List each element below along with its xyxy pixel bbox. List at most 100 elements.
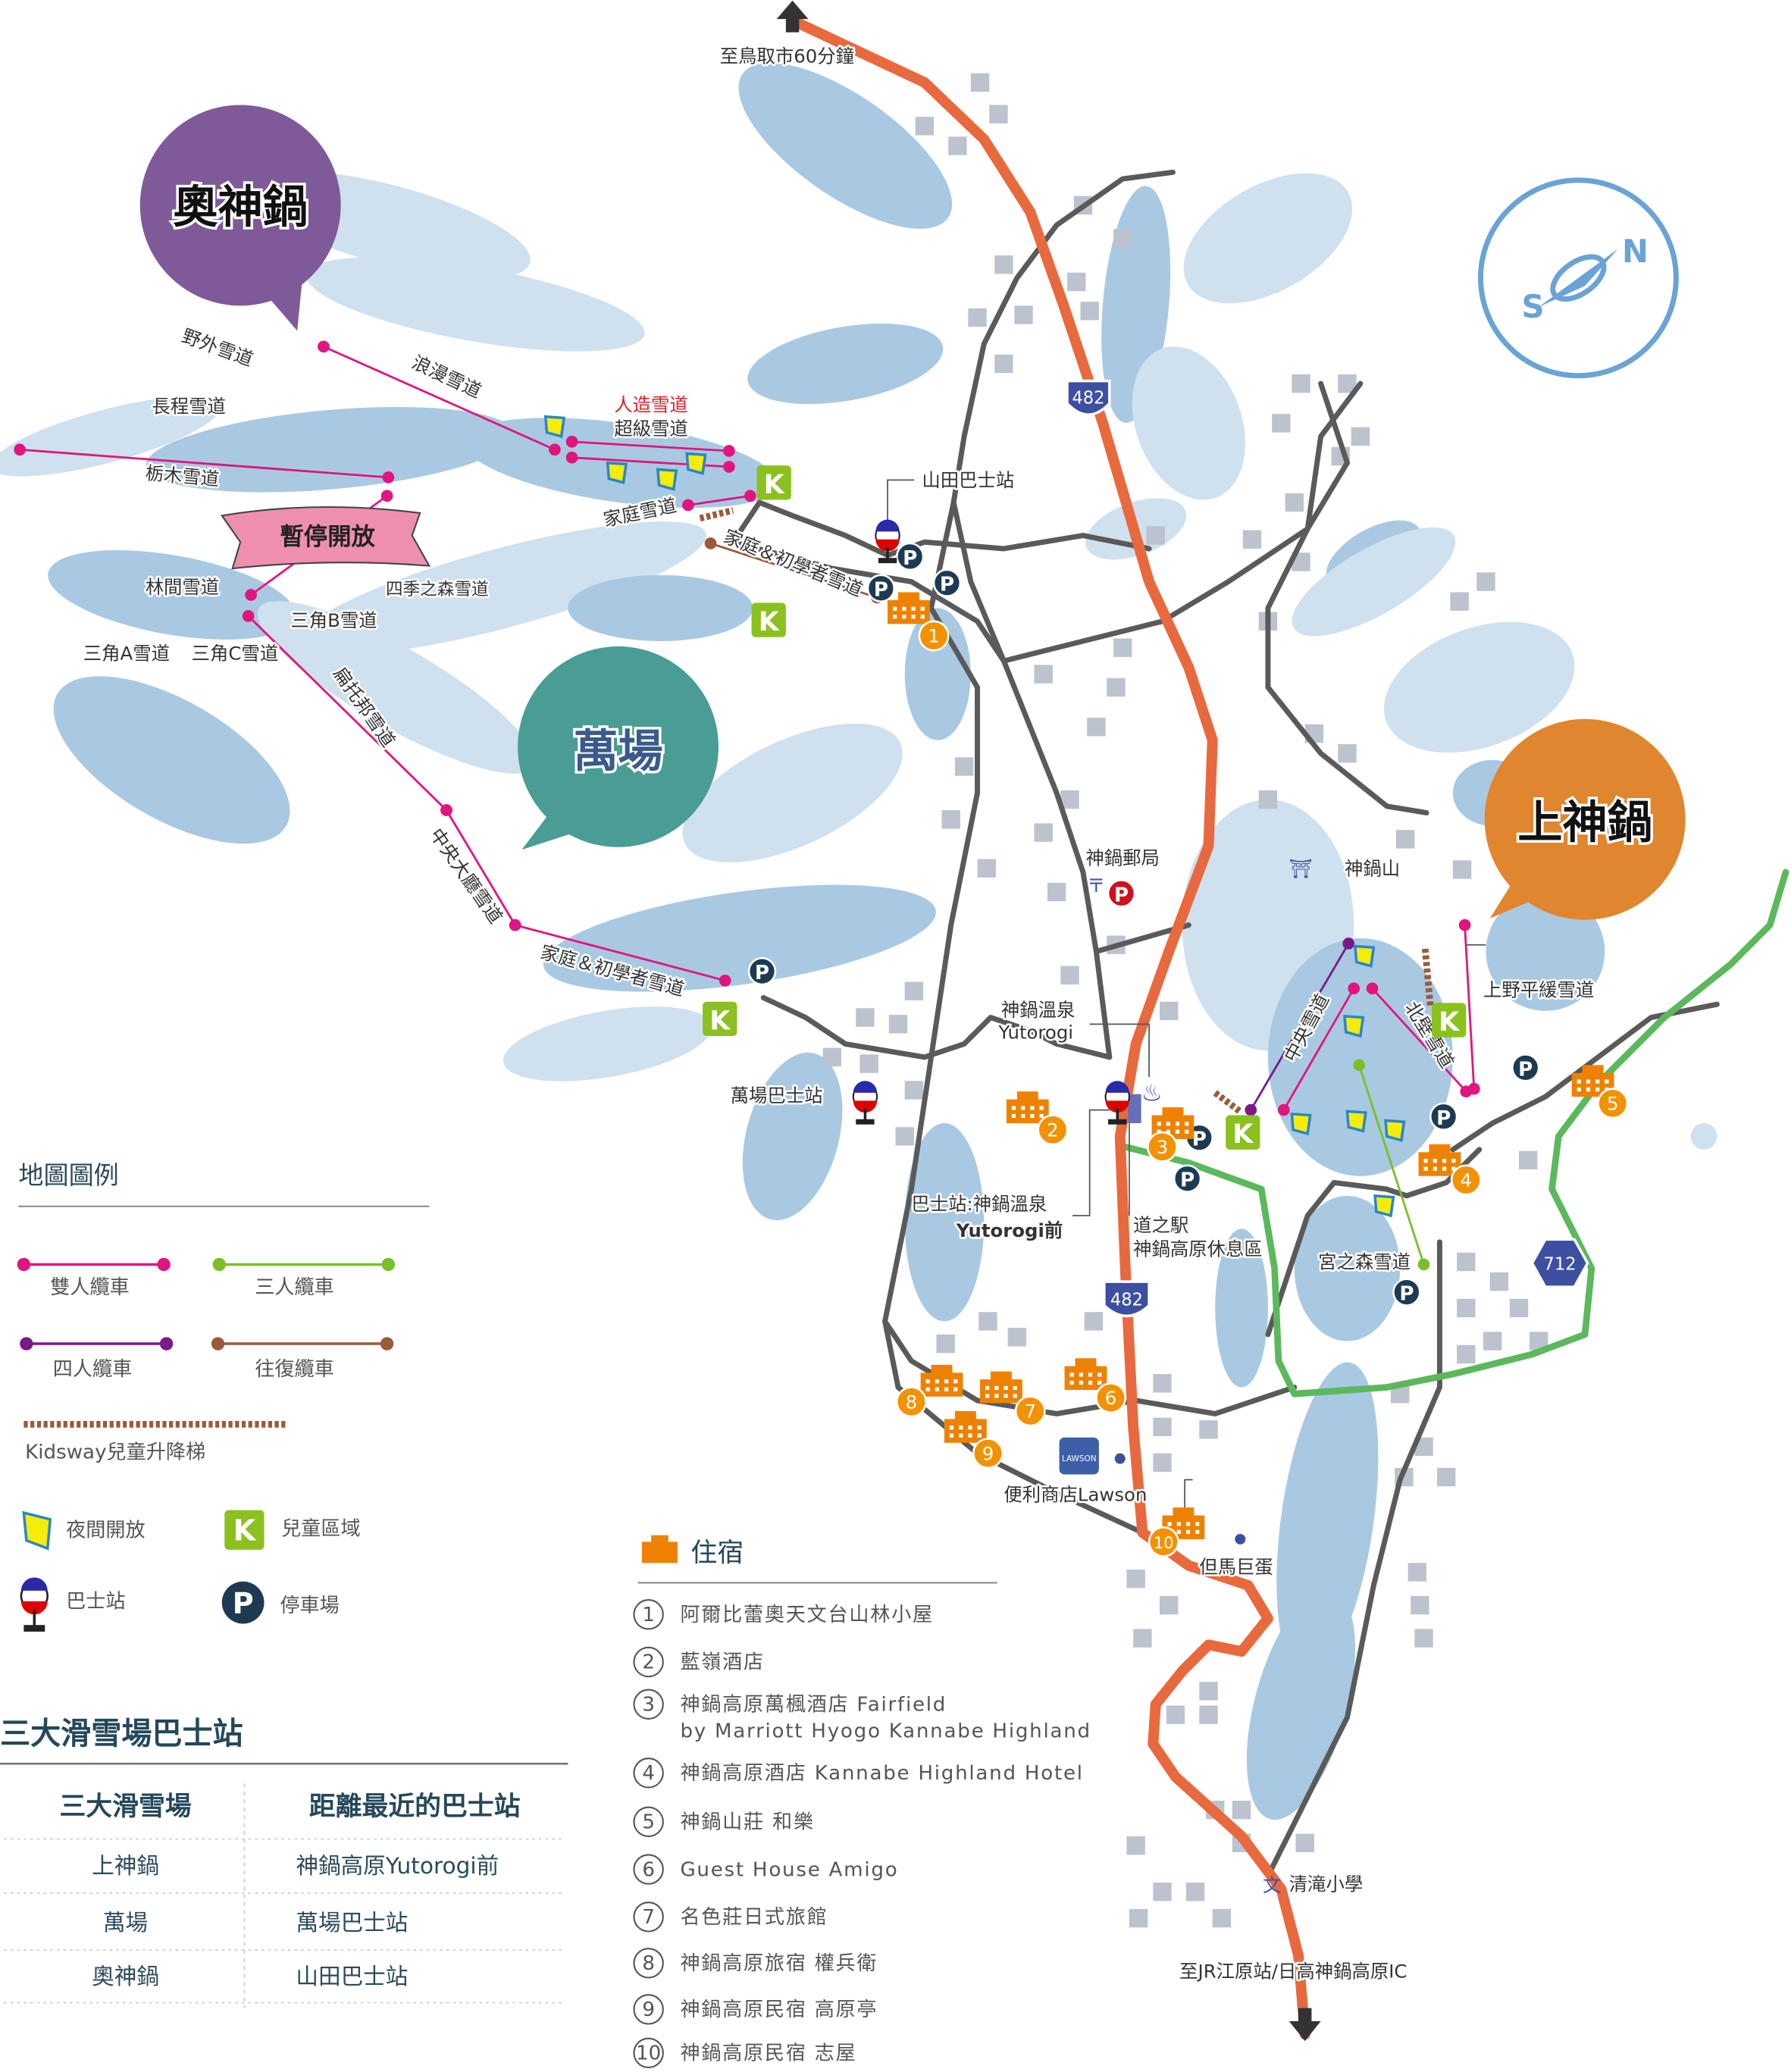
lodging-name: 神鍋山莊 和樂 (680, 1811, 814, 1834)
building (1107, 678, 1126, 697)
snow-area (1276, 1362, 1379, 1677)
building (1232, 1800, 1251, 1820)
building (970, 73, 990, 92)
lodging-name: 藍嶺酒店 (680, 1651, 764, 1674)
building (1160, 1001, 1179, 1021)
building (1338, 743, 1357, 763)
building (1452, 860, 1472, 879)
night-open-icon (606, 461, 628, 485)
hotel-number: 8 (906, 1391, 918, 1413)
lift-line (565, 435, 735, 457)
hotel-marker[interactable]: 5 (1571, 1065, 1629, 1119)
hotel-marker[interactable]: 1 (888, 592, 950, 652)
snow-area (682, 723, 903, 862)
svg-text:5: 5 (642, 1811, 655, 1834)
snow-area (297, 521, 706, 656)
svg-text:萬場: 萬場 (573, 725, 662, 778)
label-to-tottori: 至鳥取市60分鐘 (720, 45, 854, 67)
bus-stop-icon[interactable] (852, 1081, 878, 1125)
bus-stop-icon[interactable] (1104, 1081, 1130, 1125)
suspended-banner: 暫停開放 (220, 505, 431, 570)
building (977, 859, 996, 878)
snow-area (1294, 1195, 1401, 1341)
svg-text:停車場: 停車場 (280, 1595, 339, 1617)
hotel-marker[interactable]: 7 (980, 1371, 1046, 1427)
snow-area (1183, 173, 1353, 304)
hotel-marker[interactable]: 2 (1006, 1091, 1069, 1146)
legend-triple-lift: 三人纜車 (212, 1257, 396, 1299)
legend-kidsway: Kidsway兒童升降梯 (23, 1420, 286, 1464)
snow-area (1690, 1123, 1717, 1150)
lodging-name: 神鍋高原旅宿 權兵衛 (680, 1952, 878, 1975)
table-row: 上神鍋神鍋高原Yutorogi前 (92, 1853, 499, 1879)
kids-area-icon: K (1432, 1003, 1467, 1038)
svg-text:K: K (759, 607, 781, 637)
svg-text:K: K (1232, 1119, 1254, 1150)
hotel-number: 1 (928, 625, 940, 647)
hotel-number: 6 (1105, 1387, 1117, 1409)
leader-lines (887, 479, 1486, 1513)
legend-bus-stop: 巴士站 (20, 1577, 126, 1632)
svg-text:1: 1 (642, 1604, 655, 1626)
label-onsen-yutorogi: Yutorogi (997, 1021, 1073, 1043)
building (1080, 302, 1099, 321)
bus-table-header-resort: 三大滑雪場 (59, 1792, 191, 1822)
building (1483, 1332, 1502, 1351)
label-uenodaira: 上野平緩雪道 (1483, 979, 1594, 1001)
kids-area-icon: K (756, 465, 791, 500)
svg-text:♨: ♨ (1141, 1079, 1163, 1106)
svg-text:482: 482 (1110, 1290, 1143, 1310)
bus-stop-icon[interactable] (875, 519, 900, 564)
building (1272, 414, 1291, 433)
building (1153, 1374, 1172, 1393)
arrow-up-icon (776, 0, 809, 33)
snow-area (503, 1006, 712, 1081)
label-banba-bus: 萬場巴士站 (731, 1085, 823, 1106)
hotel-number: 2 (1047, 1119, 1059, 1141)
hotel-marker[interactable]: 6 (1064, 1358, 1127, 1413)
snow-area (1384, 621, 1575, 753)
svg-text:K: K (709, 1006, 731, 1036)
building (1285, 493, 1304, 512)
svg-text:兒童區域: 兒童區域 (281, 1518, 361, 1541)
night-open-icon (1373, 1194, 1395, 1218)
building (1457, 1344, 1476, 1364)
parking-icon: P (747, 956, 777, 986)
hotel-marker[interactable]: 3 (1147, 1107, 1195, 1163)
resort-bubble-banba[interactable]: 萬場 (518, 646, 719, 850)
arrow-down-icon (1288, 2008, 1321, 2042)
building (1212, 1908, 1232, 1928)
building (968, 308, 987, 327)
building (1258, 790, 1278, 809)
lodging-name: 神鍋高原萬楓酒店 Fairfield (680, 1693, 947, 1716)
svg-text:P: P (874, 579, 888, 602)
hotel-number: 9 (982, 1442, 994, 1464)
hotel-marker[interactable]: 8 (895, 1364, 963, 1418)
night-open-icon (1354, 944, 1376, 968)
snow-area (1215, 1228, 1268, 1388)
snow-area (1246, 1588, 1356, 1820)
bus-table-title: 三大滑雪場巴士站 (0, 1717, 243, 1751)
lodging-name: 神鍋高原民宿 高原亭 (680, 1998, 878, 2021)
resort-bubble-kamikannabe[interactable]: 上神鍋 (1484, 718, 1686, 920)
building (856, 1008, 875, 1027)
building (1160, 1595, 1179, 1615)
building (904, 981, 924, 1000)
building (1476, 572, 1495, 591)
hotel-marker[interactable]: 4 (1418, 1144, 1482, 1196)
svg-text:奧神鍋: 奧神鍋 (173, 181, 308, 233)
snow-area (568, 574, 753, 641)
resort-bubble-okukannabe[interactable]: 奧神鍋 (139, 105, 341, 331)
label-sankaku-a: 三角A雪道 (83, 642, 170, 664)
hotel-marker[interactable]: 9 (944, 1410, 1004, 1469)
label-jinzo: 人造雪道 (614, 394, 688, 416)
label-yamada-bus: 山田巴士站 (922, 469, 1014, 491)
kids-area-icon: K (1226, 1115, 1260, 1150)
hotel-marker[interactable]: 10 (1148, 1507, 1205, 1557)
building (1113, 229, 1132, 248)
legend-title: 地圖圖例 (18, 1160, 118, 1190)
